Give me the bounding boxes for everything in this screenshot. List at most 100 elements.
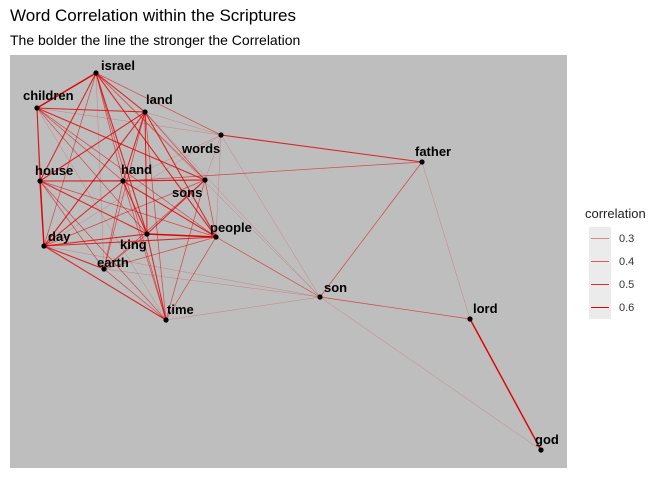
node-lord: lord	[467, 301, 498, 322]
node-point-father	[419, 159, 425, 165]
node-god: god	[535, 432, 559, 453]
node-point-son	[317, 294, 323, 300]
node-israel: israel	[93, 58, 135, 76]
edge-earth-son	[103, 268, 321, 298]
node-people: people	[210, 220, 252, 240]
edge-children-hand	[36, 107, 124, 182]
node-label-israel: israel	[101, 58, 135, 73]
node-point-hand	[120, 178, 126, 184]
chart-subtitle: The bolder the line the stronger the Cor…	[10, 32, 301, 48]
legend: correlation 0.3 0.4 0.5 0.6	[585, 206, 646, 319]
edge-israel-sons	[95, 72, 206, 181]
edge-israel-words	[95, 72, 222, 136]
node-house: house	[35, 163, 73, 184]
edge-day-time	[43, 245, 167, 321]
edge-children-king	[36, 107, 148, 235]
node-label-king: king	[120, 237, 147, 252]
node-label-house: house	[35, 163, 73, 178]
node-point-lord	[467, 316, 473, 322]
legend-label: 0.3	[619, 232, 635, 245]
edge-earth-time	[103, 268, 167, 321]
edge-sons-day	[43, 179, 206, 247]
edge-day-earth	[43, 245, 105, 270]
node-point-words	[218, 132, 224, 138]
edge-hand-sons	[122, 179, 206, 182]
edge-land-house	[39, 111, 146, 182]
edge-day-son	[43, 245, 321, 298]
legend-line-sample	[591, 306, 609, 309]
plot-panel	[10, 55, 567, 468]
legend-rows: 0.3 0.4 0.5 0.6	[585, 227, 646, 319]
legend-key	[589, 273, 611, 296]
node-sons: sons	[172, 177, 208, 200]
edge-house-day	[39, 180, 45, 247]
edge-hand-day	[43, 180, 124, 247]
node-hand: hand	[120, 162, 152, 184]
edge-people-son	[215, 236, 321, 298]
edge-land-people	[144, 111, 217, 238]
edge-words-son	[220, 134, 321, 298]
edge-son-lord	[319, 296, 471, 320]
legend-key	[589, 250, 611, 273]
edge-hand-king	[122, 180, 148, 235]
edge-king-time	[146, 233, 167, 321]
node-point-day	[41, 243, 47, 249]
edge-time-son	[165, 296, 321, 321]
edge-land-day	[43, 111, 146, 247]
edge-land-words	[144, 111, 222, 136]
node-label-hand: hand	[121, 162, 152, 177]
legend-line-sample	[591, 283, 609, 286]
node-son: son	[317, 280, 347, 300]
node-point-house	[37, 178, 43, 184]
edge-israel-day	[43, 72, 97, 247]
node-children: children	[23, 88, 74, 111]
edge-land-time	[144, 111, 167, 321]
edge-house-time	[39, 180, 167, 321]
legend-key	[589, 296, 611, 319]
node-label-father: father	[415, 144, 451, 159]
legend-label: 0.5	[619, 278, 635, 291]
legend-entry: 0.6	[585, 296, 646, 319]
node-point-time	[163, 317, 169, 323]
legend-entry: 0.4	[585, 250, 646, 273]
edge-words-father	[220, 134, 423, 163]
node-label-people: people	[210, 220, 252, 235]
node-day: day	[41, 229, 71, 249]
edge-israel-children	[36, 72, 97, 109]
node-label-son: son	[324, 280, 347, 295]
edge-hand-father	[122, 161, 423, 182]
legend-label: 0.4	[619, 255, 635, 268]
node-label-god: god	[535, 432, 559, 447]
node-point-people	[213, 234, 219, 240]
edges-layer	[36, 72, 542, 451]
node-father: father	[415, 144, 451, 165]
edge-israel-hand	[95, 72, 124, 182]
edge-hand-people	[122, 180, 217, 238]
edge-house-earth	[39, 180, 105, 270]
edge-israel-time	[95, 72, 167, 321]
edge-sons-earth	[103, 179, 206, 270]
legend-title: correlation	[585, 206, 646, 221]
edge-sons-people	[204, 179, 217, 238]
node-words: words	[181, 132, 224, 156]
edge-sons-king	[146, 179, 206, 235]
edge-israel-son	[95, 72, 321, 298]
edge-son-god	[319, 296, 542, 451]
edge-sons-time	[165, 179, 206, 321]
edge-israel-people	[95, 72, 217, 238]
edge-people-earth	[103, 236, 217, 270]
node-label-children: children	[23, 88, 74, 103]
edge-israel-land	[95, 72, 146, 113]
node-label-earth: earth	[97, 255, 129, 270]
node-point-king	[144, 231, 150, 237]
edge-king-people	[146, 233, 217, 238]
edge-king-earth	[103, 233, 148, 270]
node-label-sons: sons	[172, 185, 202, 200]
legend-line-sample	[591, 261, 609, 262]
legend-label: 0.6	[619, 301, 635, 314]
node-time: time	[163, 302, 194, 323]
legend-entry: 0.5	[585, 273, 646, 296]
node-land: land	[142, 92, 173, 115]
nodes-layer: israel children land words house hand sons day k…	[23, 58, 559, 453]
